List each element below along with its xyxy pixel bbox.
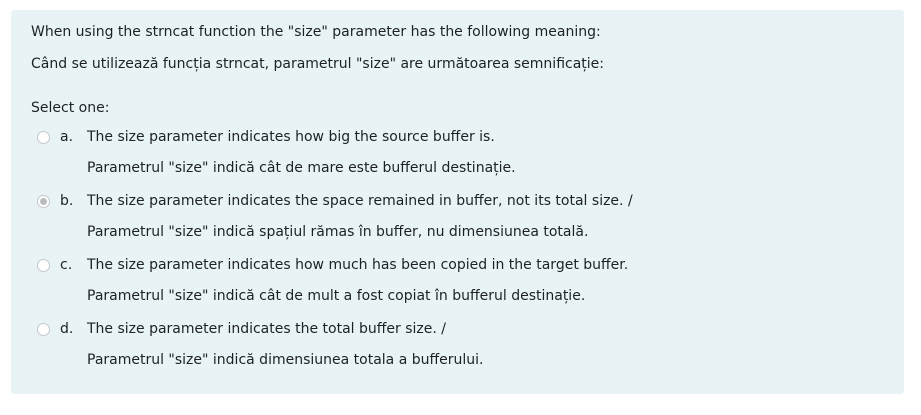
option-text-ro[interactable]: Parametrul "size" indică cât de mare est… — [87, 160, 516, 176]
option-text-en[interactable]: The size parameter indicates the space r… — [87, 193, 633, 209]
radio-button-a[interactable] — [37, 131, 50, 144]
option-letter: b. — [60, 193, 74, 209]
option-text-ro[interactable]: Parametrul "size" indică dimensiunea tot… — [87, 352, 484, 368]
option-text-en[interactable]: The size parameter indicates how much ha… — [87, 257, 629, 273]
question-text-ro: Când se utilizează funcția strncat, para… — [31, 56, 604, 72]
option-text-en[interactable]: The size parameter indicates how big the… — [87, 129, 495, 145]
radio-button-c[interactable] — [37, 259, 50, 272]
question-text-en: When using the strncat function the "siz… — [31, 24, 601, 40]
radio-button-d[interactable] — [37, 323, 50, 336]
answer-option-d[interactable]: d. The size parameter indicates the tota… — [11, 314, 904, 374]
answer-option-a[interactable]: a. The size parameter indicates how big … — [11, 122, 904, 182]
option-text-ro[interactable]: Parametrul "size" indică cât de mult a f… — [87, 288, 586, 304]
answer-option-c[interactable]: c. The size parameter indicates how much… — [11, 250, 904, 310]
radio-button-b[interactable] — [37, 195, 50, 208]
option-text-en[interactable]: The size parameter indicates the total b… — [87, 321, 446, 337]
select-one-prompt: Select one: — [31, 100, 110, 116]
option-letter: d. — [60, 321, 74, 337]
question-box: When using the strncat function the "siz… — [11, 10, 904, 394]
option-letter: a. — [60, 129, 74, 145]
option-letter: c. — [60, 257, 73, 273]
option-text-ro[interactable]: Parametrul "size" indică spațiul rămas î… — [87, 224, 589, 240]
answer-option-b[interactable]: b. The size parameter indicates the spac… — [11, 186, 904, 246]
